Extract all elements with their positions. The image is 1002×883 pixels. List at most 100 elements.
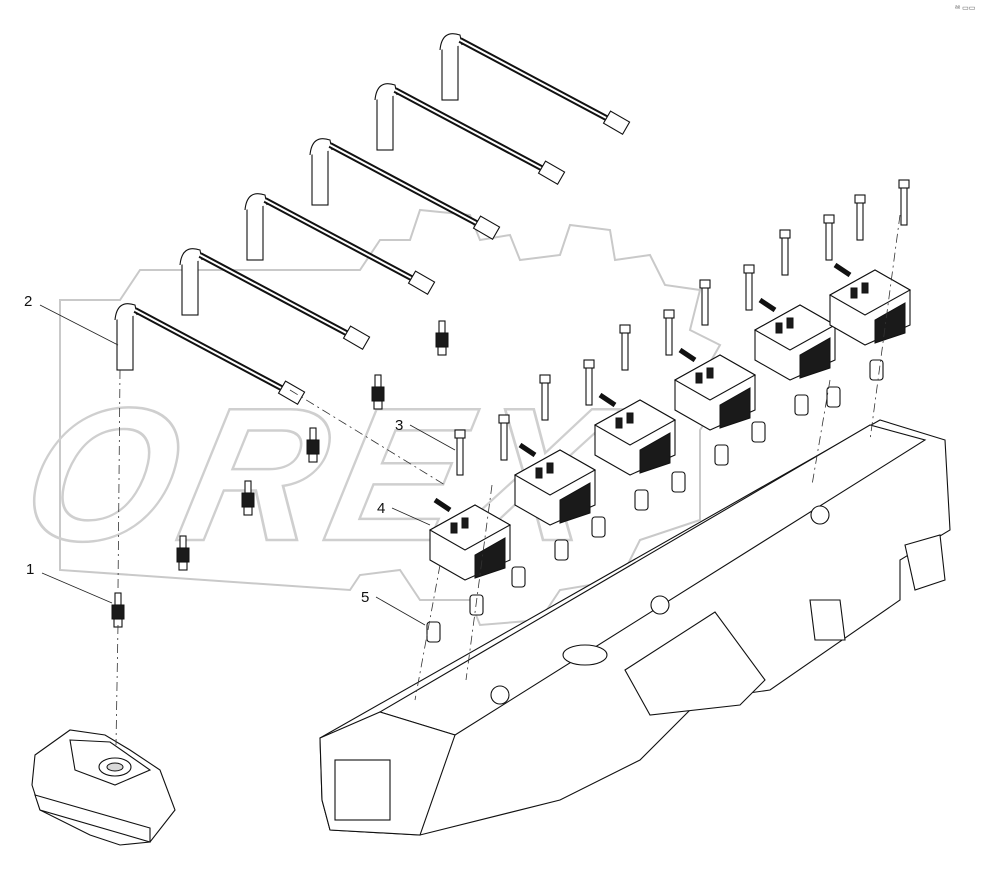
coil-bolt-head (823, 214, 835, 224)
spark-plug-thread (308, 453, 318, 463)
spark-plug (435, 320, 449, 356)
lead-terminal (537, 160, 566, 185)
coil-connector (799, 337, 831, 379)
ignition-coil (826, 179, 912, 408)
lead-boot (441, 44, 459, 101)
coil-bolt-head (583, 359, 595, 369)
lead-cable-highlight (134, 309, 286, 391)
head-cover-bolt-hole (650, 595, 670, 615)
coil-bolt (856, 199, 864, 241)
coil-spacer (794, 394, 809, 416)
distributor-housing (31, 729, 176, 846)
spark-plug (371, 374, 385, 410)
alignment-line (465, 484, 493, 681)
lead-cable-highlight (264, 199, 416, 281)
coil-label-mark (615, 417, 623, 429)
corner-mark: ᵃᵉ ▭▭ (955, 5, 975, 12)
spark-plug-hex (435, 332, 449, 348)
callout-leader-3 (409, 424, 456, 451)
coil-label-mark (626, 412, 634, 424)
coil-bolt (621, 329, 629, 371)
callout-leader-2 (39, 304, 119, 346)
coil-bolt-head (539, 374, 551, 384)
head-cover-bolt-hole (490, 685, 510, 705)
cylinder-head-cover (319, 419, 951, 836)
coil-label-mark (775, 322, 783, 334)
coil-bolt-head (663, 309, 675, 319)
lead-boot (376, 94, 394, 151)
coil-bolt (541, 379, 549, 421)
coil-bolt (456, 434, 464, 476)
coil-tower (518, 442, 537, 458)
callout-leader-1 (41, 572, 113, 604)
spark-plug-terminal (309, 427, 317, 441)
coil-bolt-head (854, 194, 866, 204)
spark-plugs-group (111, 320, 449, 628)
coil-tower (433, 497, 452, 513)
lead-boot (116, 314, 134, 371)
head-cover-end-opening (334, 759, 391, 821)
coil-spacer (671, 471, 686, 493)
coil-top (828, 269, 912, 316)
coil-label-mark (786, 317, 794, 329)
coil-label-mark (706, 367, 714, 379)
callouts: 1 2 3 4 5 (24, 293, 456, 626)
ignition-lead (309, 138, 501, 240)
spark-plug-thread (437, 346, 447, 356)
lead-terminal (407, 270, 436, 295)
ignition-lead (244, 193, 436, 295)
callout-leader-5 (375, 596, 426, 626)
lead-boot (311, 149, 329, 206)
coil-bolt (665, 314, 673, 356)
coil-bolt-head (619, 324, 631, 334)
coil-label-mark (461, 517, 469, 529)
coil-tower (833, 262, 852, 278)
head-cover-bolt-hole (810, 505, 830, 525)
coil-connector (874, 302, 906, 344)
lead-cable-highlight (394, 89, 546, 171)
spark-plug (111, 592, 125, 628)
coil-bolt (585, 364, 593, 406)
coil-connector (719, 387, 751, 429)
lead-boot-elbow (439, 33, 463, 51)
coil-spacer (591, 516, 606, 538)
coil-bolt-head (454, 429, 466, 439)
alignment-line (115, 624, 119, 746)
coil-bolt (900, 184, 908, 226)
alignment-line (289, 389, 446, 486)
distributor-flange (34, 794, 151, 843)
coil-connector (639, 432, 671, 474)
ignition-lead (439, 33, 631, 135)
callout-2: 2 (24, 293, 32, 310)
lead-boot-elbow (309, 138, 333, 156)
spark-plug (241, 480, 255, 516)
lead-boot (246, 204, 264, 261)
lead-terminal (277, 380, 306, 405)
callout-4: 4 (377, 500, 385, 517)
lead-cable-highlight (199, 254, 351, 336)
coil-tower (758, 297, 777, 313)
coil-label-mark (546, 462, 554, 474)
lead-boot (181, 259, 199, 316)
spark-plug-terminal (244, 480, 252, 494)
coil-bolt (745, 269, 753, 311)
coil-spacer (826, 386, 841, 408)
coil-bolt (781, 234, 789, 276)
callout-3: 3 (395, 417, 403, 434)
lead-cable-highlight (329, 144, 481, 226)
coil-spacer (634, 489, 649, 511)
coil-bolt-head (498, 414, 510, 424)
watermark-gear-outline (59, 208, 722, 627)
coil-bolt (500, 419, 508, 461)
spark-plug-terminal (114, 592, 122, 606)
spark-plug-thread (243, 506, 253, 516)
spark-plug-hex (306, 439, 320, 455)
callout-1: 1 (26, 561, 34, 578)
coil-spacer (751, 421, 766, 443)
coil-top (428, 504, 512, 551)
distributor-cap-port-inner (106, 762, 124, 772)
coil-label-mark (850, 287, 858, 299)
head-cover-lower-bracket (809, 599, 846, 641)
alignment-lines (115, 214, 901, 746)
spark-plug (306, 427, 320, 463)
